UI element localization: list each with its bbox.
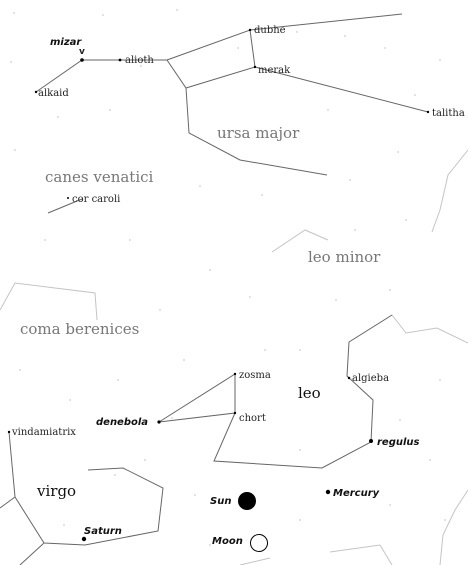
virgo-lines <box>8 431 164 546</box>
coma-berenices-name: coma berenices <box>20 320 139 338</box>
boundary-coma-berenices <box>0 282 98 321</box>
mizar-marker: v <box>79 47 85 57</box>
constellation-lines <box>0 13 429 565</box>
denebola-label: denebola <box>96 417 148 428</box>
zosma-star <box>233 372 237 376</box>
alkaid-label: alkaid <box>38 88 69 99</box>
vindamiatrix-label: vindamiatrix <box>11 427 76 438</box>
mizar-label: mizar <box>50 37 82 48</box>
cor-caroli-star <box>67 197 69 199</box>
mercury-label: Mercury <box>333 488 380 499</box>
virgo-west <box>0 496 16 509</box>
regulus-star <box>369 439 373 443</box>
cor-caroli-label: cor caroli <box>72 194 120 205</box>
canes-venatici-line <box>47 198 83 214</box>
merak-label: merak <box>258 65 291 76</box>
boundary-east <box>431 149 468 233</box>
canes-venatici-name: canes venatici <box>45 168 154 186</box>
moon-disc <box>250 534 268 552</box>
saturn-dot <box>81 536 87 542</box>
zosma-label: zosma <box>239 370 271 381</box>
ursa-major-talitha <box>254 66 429 113</box>
leo-body <box>213 314 393 469</box>
merak-star <box>253 65 257 69</box>
boundary-leo <box>391 314 468 344</box>
virgo-southwest <box>19 542 45 565</box>
algieba-label: algieba <box>352 373 389 384</box>
sun-label: Sun <box>210 496 231 507</box>
alioth-star <box>118 58 122 62</box>
background-stars <box>10 9 446 546</box>
denebola-star <box>157 420 161 424</box>
leo-minor-name: leo minor <box>308 248 381 266</box>
talitha-star <box>426 110 430 114</box>
ursa-major-name: ursa major <box>217 124 300 142</box>
boundary-east-lower <box>439 489 468 565</box>
sun-disc <box>238 492 256 510</box>
talitha-label: talitha <box>432 108 465 119</box>
boundary-leo-minor <box>271 229 329 253</box>
alioth-label: alioth <box>125 55 154 66</box>
moon-label: Moon <box>212 536 243 547</box>
ursa-major-bowl <box>166 29 256 89</box>
ursa-major-legs <box>185 87 328 176</box>
saturn-label: Saturn <box>84 526 122 537</box>
vindamiatrix-star <box>7 430 11 434</box>
chort-label: chort <box>239 413 266 424</box>
virgo-name: virgo <box>36 482 76 500</box>
ursa-major-dubhe-ext <box>249 13 403 31</box>
leo-name: leo <box>298 384 321 402</box>
dubhe-label: dubhe <box>254 25 286 36</box>
boundary-bottom <box>329 544 393 565</box>
leo-triangle <box>158 373 236 423</box>
boundary-virgo-south <box>239 557 271 565</box>
alkaid-star <box>34 90 38 94</box>
mercury-dot <box>325 489 331 495</box>
chort-star <box>233 411 237 415</box>
star-markers <box>7 28 430 443</box>
regulus-label: regulus <box>377 437 420 448</box>
algieba-star <box>347 376 351 380</box>
ursa-major-handle <box>35 59 167 93</box>
constellation-boundaries <box>0 149 468 565</box>
mizar-star <box>80 58 84 62</box>
dubhe-star <box>248 28 252 32</box>
